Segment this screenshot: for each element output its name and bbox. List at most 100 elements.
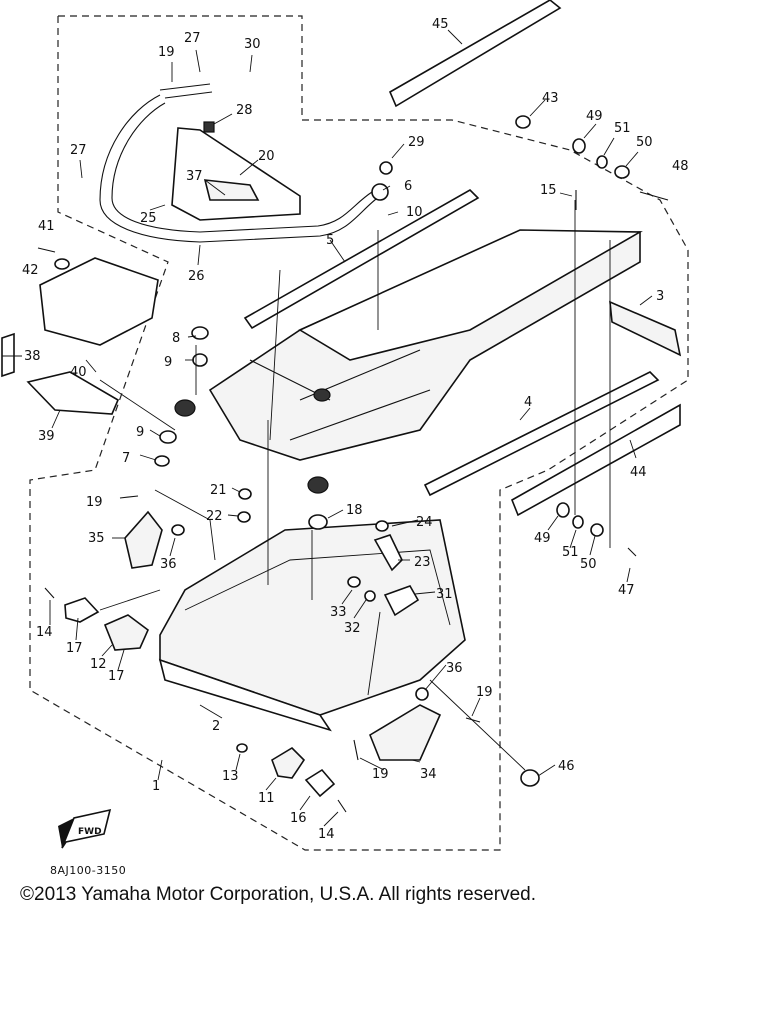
- side-panel-40: [39, 257, 159, 346]
- label-50b: 50: [580, 557, 597, 572]
- cover-34: [369, 704, 442, 761]
- part-number-labels: 45 19 27 30 28 27 20 37 25 26 29 6 10 43…: [22, 17, 689, 842]
- label-26: 26: [188, 269, 205, 284]
- label-27a: 27: [184, 31, 201, 46]
- label-51a: 51: [614, 121, 631, 136]
- bumper-rail: [159, 83, 213, 99]
- bumper-tube-20: [171, 127, 301, 221]
- bumper-25-26: [99, 94, 381, 243]
- label-37: 37: [186, 169, 203, 184]
- label-16: 16: [290, 811, 307, 826]
- tunnel-side-3: [609, 300, 682, 357]
- group-boundary-upper: [58, 15, 689, 380]
- label-33: 33: [330, 605, 347, 620]
- parts-diagram: 45 19 27 30 28 27 20 37 25 26 29 6 10 43…: [1, 0, 689, 851]
- label-44: 44: [630, 465, 647, 480]
- label-4: 4: [524, 395, 532, 410]
- group-boundary-upper-left: [29, 16, 689, 851]
- label-51b: 51: [562, 545, 579, 560]
- runner-4: [423, 371, 660, 497]
- label-9a: 9: [164, 355, 172, 370]
- label-10: 10: [406, 205, 423, 220]
- bracket-11: [271, 746, 306, 779]
- fwd-label: FWD: [78, 827, 102, 837]
- decal-strip-45: [388, 0, 562, 108]
- decal-44: [510, 403, 681, 517]
- label-15: 15: [540, 183, 557, 198]
- label-41: 41: [38, 219, 55, 234]
- label-39: 39: [38, 429, 55, 444]
- label-45: 45: [432, 17, 449, 32]
- label-8: 8: [172, 331, 180, 346]
- label-7: 7: [122, 451, 130, 466]
- bracket-37: [203, 179, 260, 201]
- label-3: 3: [656, 289, 664, 304]
- plate-39: [26, 371, 120, 415]
- label-48: 48: [672, 159, 689, 174]
- label-12: 12: [90, 657, 107, 672]
- label-18: 18: [346, 503, 363, 518]
- belly-pan-lip: [158, 658, 332, 732]
- fasteners: [54, 115, 630, 787]
- label-19b: 19: [86, 495, 103, 510]
- label-47: 47: [618, 583, 635, 598]
- shock-mount-center: [313, 388, 331, 402]
- diagram-code: 8AJ100-3150: [50, 864, 127, 877]
- label-31: 31: [436, 587, 453, 602]
- plate-38: [1, 332, 15, 378]
- label-17a: 17: [66, 641, 83, 656]
- label-25: 25: [140, 211, 157, 226]
- label-28: 28: [236, 103, 253, 118]
- label-46: 46: [558, 759, 575, 774]
- label-14a: 14: [36, 625, 53, 640]
- leader-lines: [2, 29, 653, 827]
- label-21: 21: [210, 483, 227, 498]
- label-22: 22: [206, 509, 223, 524]
- label-6: 6: [404, 179, 412, 194]
- label-49a: 49: [586, 109, 603, 124]
- label-36a: 36: [160, 557, 177, 572]
- bracket-17-left: [64, 597, 100, 623]
- label-23: 23: [414, 555, 431, 570]
- bolts: [37, 190, 669, 813]
- label-19d: 19: [372, 767, 389, 782]
- bumper-inner: [111, 102, 373, 233]
- label-9b: 9: [136, 425, 144, 440]
- label-43: 43: [542, 91, 559, 106]
- label-2: 2: [212, 719, 220, 734]
- label-42: 42: [22, 263, 39, 278]
- label-50a: 50: [636, 135, 653, 150]
- label-30: 30: [244, 37, 261, 52]
- bracket-12: [103, 614, 149, 651]
- label-19a: 19: [158, 45, 175, 60]
- shock-mount-right: [307, 476, 329, 494]
- label-11: 11: [258, 791, 275, 806]
- label-36b: 36: [446, 661, 463, 676]
- label-29: 29: [408, 135, 425, 150]
- label-40: 40: [70, 365, 87, 380]
- label-5: 5: [326, 233, 334, 248]
- label-13: 13: [222, 769, 239, 784]
- label-17b: 17: [108, 669, 125, 684]
- tunnel-top: [298, 229, 643, 361]
- bracket-16: [304, 768, 336, 798]
- tunnel-rail-5: [243, 189, 480, 330]
- label-20: 20: [258, 149, 275, 164]
- label-19c: 19: [476, 685, 493, 700]
- label-14b: 14: [318, 827, 335, 842]
- bumper-mount-28: [203, 121, 215, 133]
- cover-35: [124, 510, 163, 569]
- label-34: 34: [420, 767, 437, 782]
- label-49b: 49: [534, 531, 551, 546]
- label-27b: 27: [70, 143, 87, 158]
- belly-pan-inner: [184, 549, 451, 626]
- fwd-arrow-icon: FWD: [58, 808, 112, 849]
- label-35: 35: [88, 531, 105, 546]
- label-38: 38: [24, 349, 41, 364]
- copyright-notice: ©2013 Yamaha Motor Corporation, U.S.A. A…: [20, 884, 536, 905]
- bracket-31: [383, 585, 420, 617]
- label-24: 24: [416, 515, 433, 530]
- shock-mount-left: [174, 399, 196, 417]
- label-32: 32: [344, 621, 361, 636]
- label-1: 1: [152, 779, 160, 794]
